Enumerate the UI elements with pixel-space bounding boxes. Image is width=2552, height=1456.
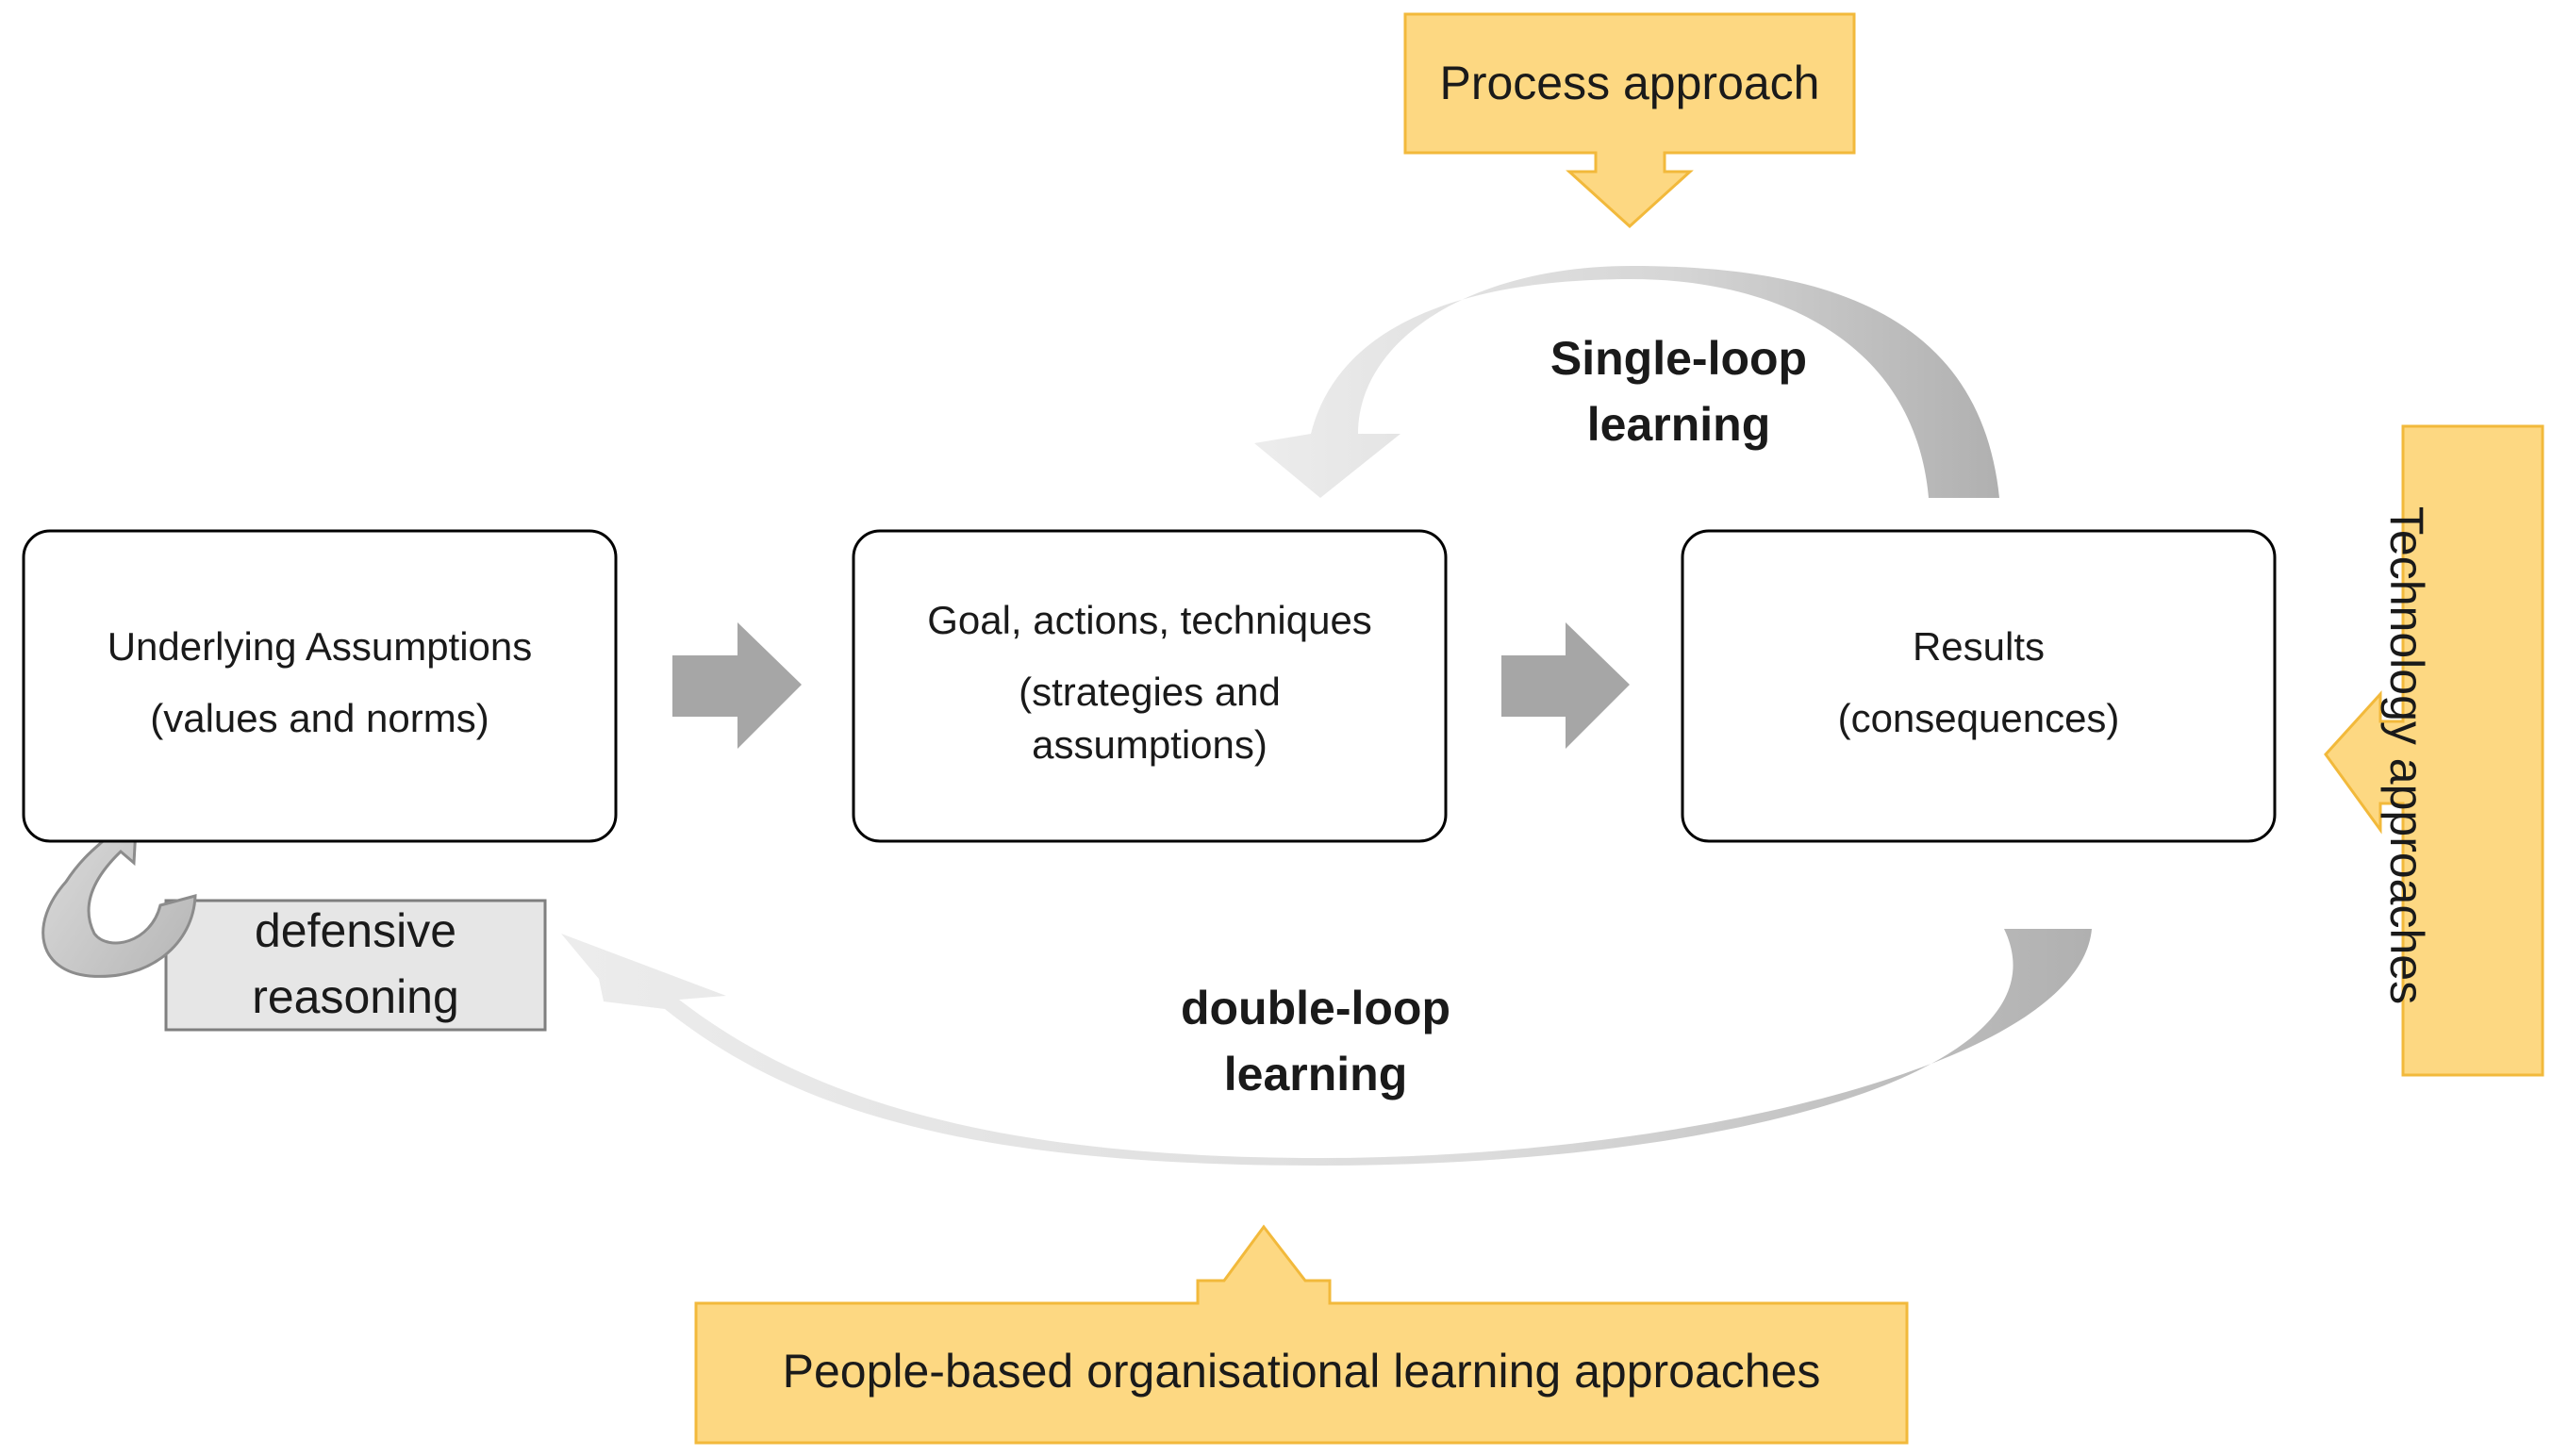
double-loop-line1: double-loop — [1180, 982, 1451, 1034]
defensive-line2: reasoning — [252, 970, 459, 1023]
goal-subtitle-2: assumptions) — [1032, 722, 1268, 767]
arrow-goal-to-results — [1501, 622, 1630, 749]
defensive-reasoning-label: defensive reasoning — [166, 898, 545, 1030]
goal-actions-box — [852, 529, 1448, 843]
defensive-reasoning-box — [164, 899, 547, 1032]
people-approaches-label: People-based organisational learning app… — [782, 1345, 1821, 1398]
defensive-line1: defensive — [254, 904, 457, 957]
single-loop-line2: learning — [1586, 398, 1771, 451]
assumptions-subtitle: (values and norms) — [150, 696, 489, 740]
people-approaches-callout — [694, 1224, 1909, 1445]
goal-title: Goal, actions, techniques — [927, 598, 1372, 642]
defensive-loop-arrow — [41, 808, 197, 978]
single-loop-label: Single-loop learning — [1490, 325, 1867, 457]
results-subtitle: (consequences) — [1837, 696, 2120, 740]
process-approach-callout — [1403, 12, 1856, 229]
double-loop-label: double-loop learning — [1127, 975, 1504, 1107]
single-loop-line1: Single-loop — [1549, 332, 1808, 385]
results-title: Results — [1912, 624, 2046, 669]
assumptions-title: Underlying Assumptions — [107, 624, 533, 669]
results-label: Results (consequences) — [1682, 620, 2275, 745]
single-loop-arrow — [1254, 266, 1999, 498]
goal-actions-label: Goal, actions, techniques (strategies an… — [853, 594, 1446, 771]
underlying-assumptions-box — [22, 529, 618, 843]
technology-approaches-label: Technology approaches — [2380, 505, 2433, 1005]
underlying-assumptions-label: Underlying Assumptions (values and norms… — [24, 620, 616, 745]
double-loop-line2: learning — [1223, 1048, 1408, 1100]
goal-subtitle-1: (strategies and — [1019, 670, 1281, 714]
results-box — [1681, 529, 2277, 843]
process-approach-label: Process approach — [1439, 57, 1820, 109]
arrow-assumptions-to-goal — [672, 622, 802, 749]
technology-approaches-callout — [2324, 424, 2544, 1077]
